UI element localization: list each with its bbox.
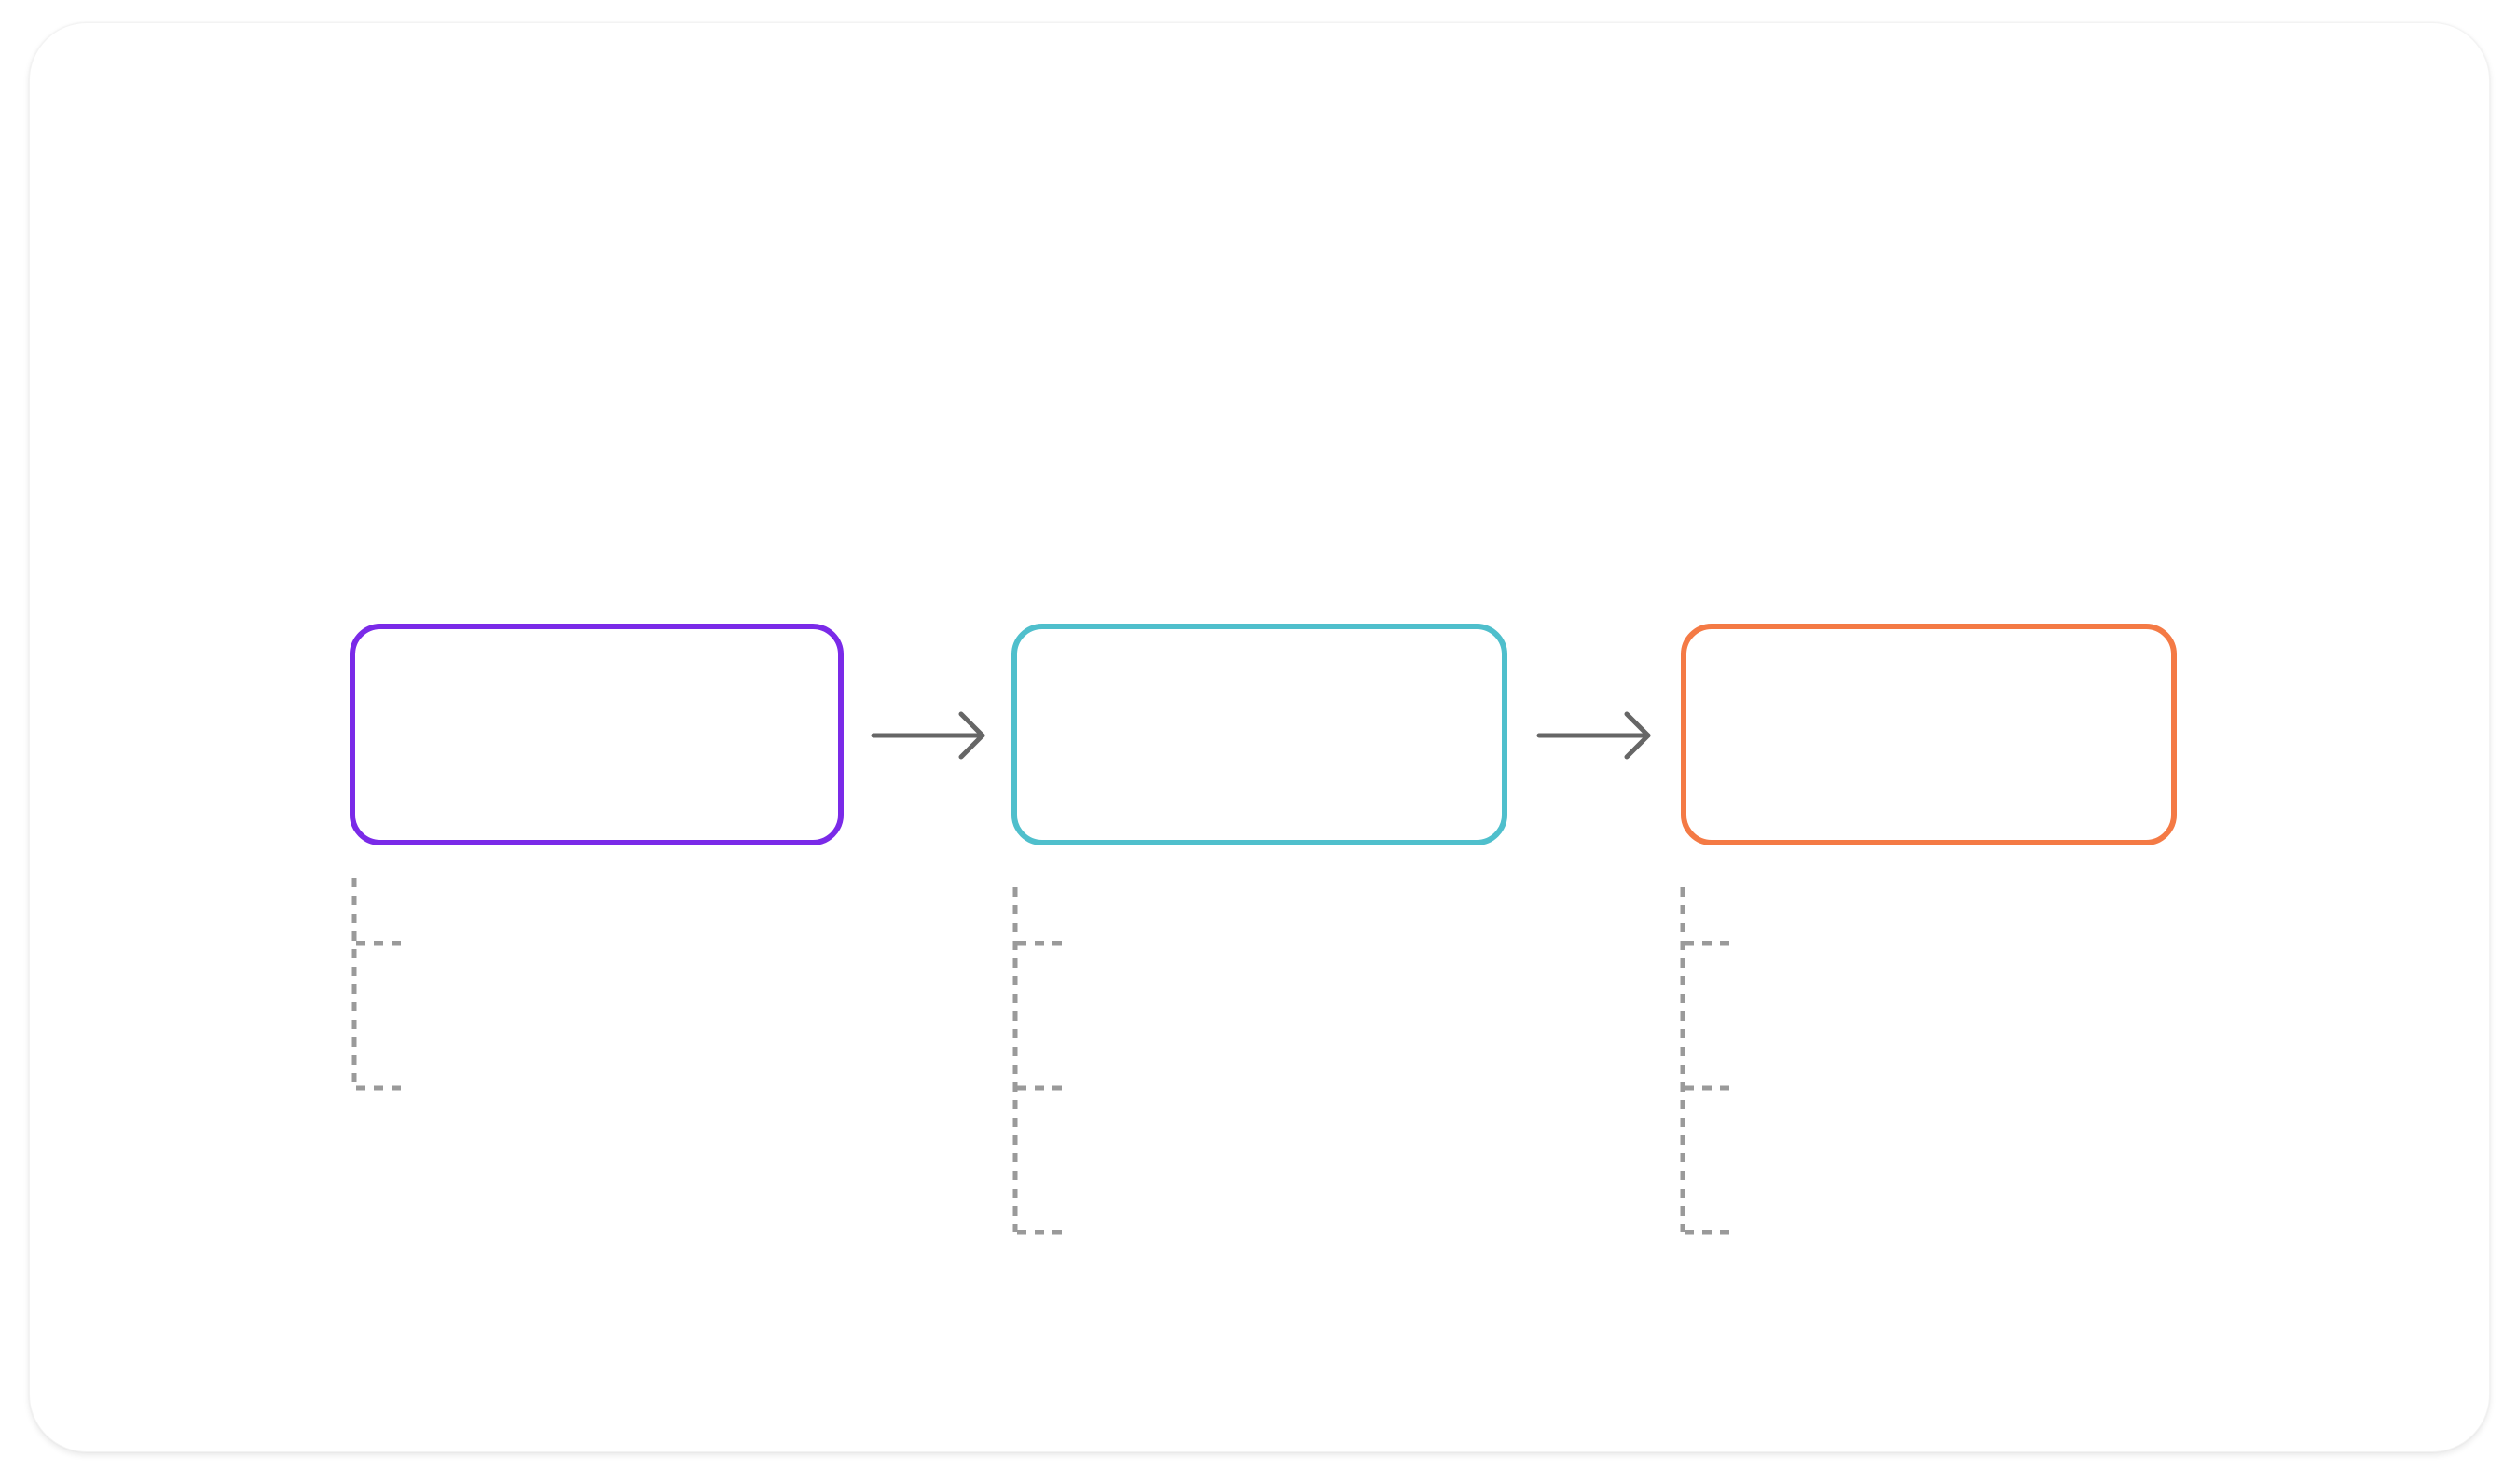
step-3-branches (1680, 887, 1730, 1235)
step-1-box[interactable] (350, 624, 844, 845)
arrow-2-to-3 (1536, 711, 1651, 760)
step-2-box[interactable] (1011, 624, 1507, 845)
arrow-1-to-2 (871, 711, 985, 760)
step-3-box[interactable] (1681, 624, 2177, 845)
step-1-branches (351, 878, 401, 1091)
step-2-branches (1012, 887, 1063, 1235)
diagram-canvas (29, 22, 2490, 1452)
